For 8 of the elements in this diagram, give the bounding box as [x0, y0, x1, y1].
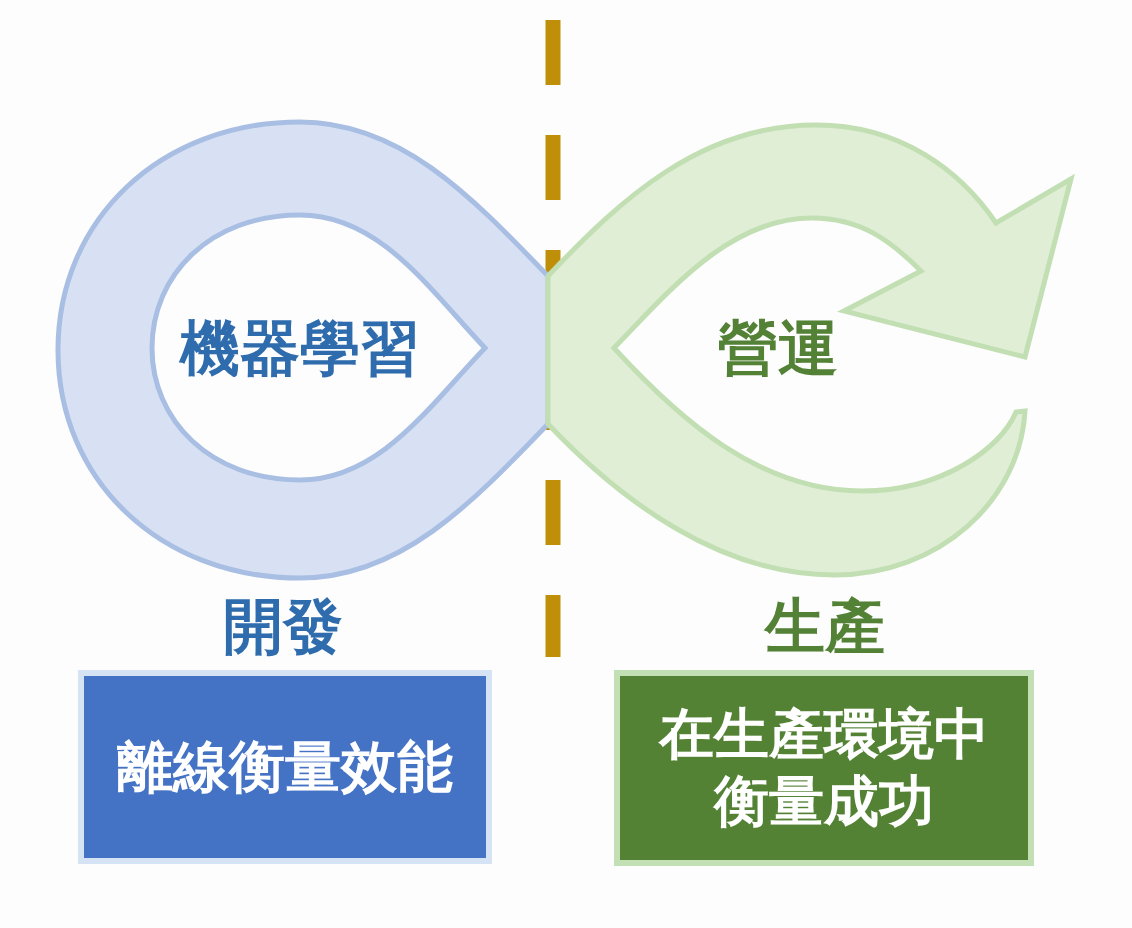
info-box: [78, 670, 492, 864]
column-heading: 生產: [765, 593, 885, 659]
column-heading: 開發: [223, 593, 343, 659]
info-box: [614, 670, 1034, 866]
loop-title: 機器學習: [180, 315, 420, 381]
loop-title: 營運: [718, 315, 838, 381]
box-text: 在生產環境中衡量成功: [657, 700, 990, 835]
box-text: 離線衡量效能: [116, 732, 454, 801]
